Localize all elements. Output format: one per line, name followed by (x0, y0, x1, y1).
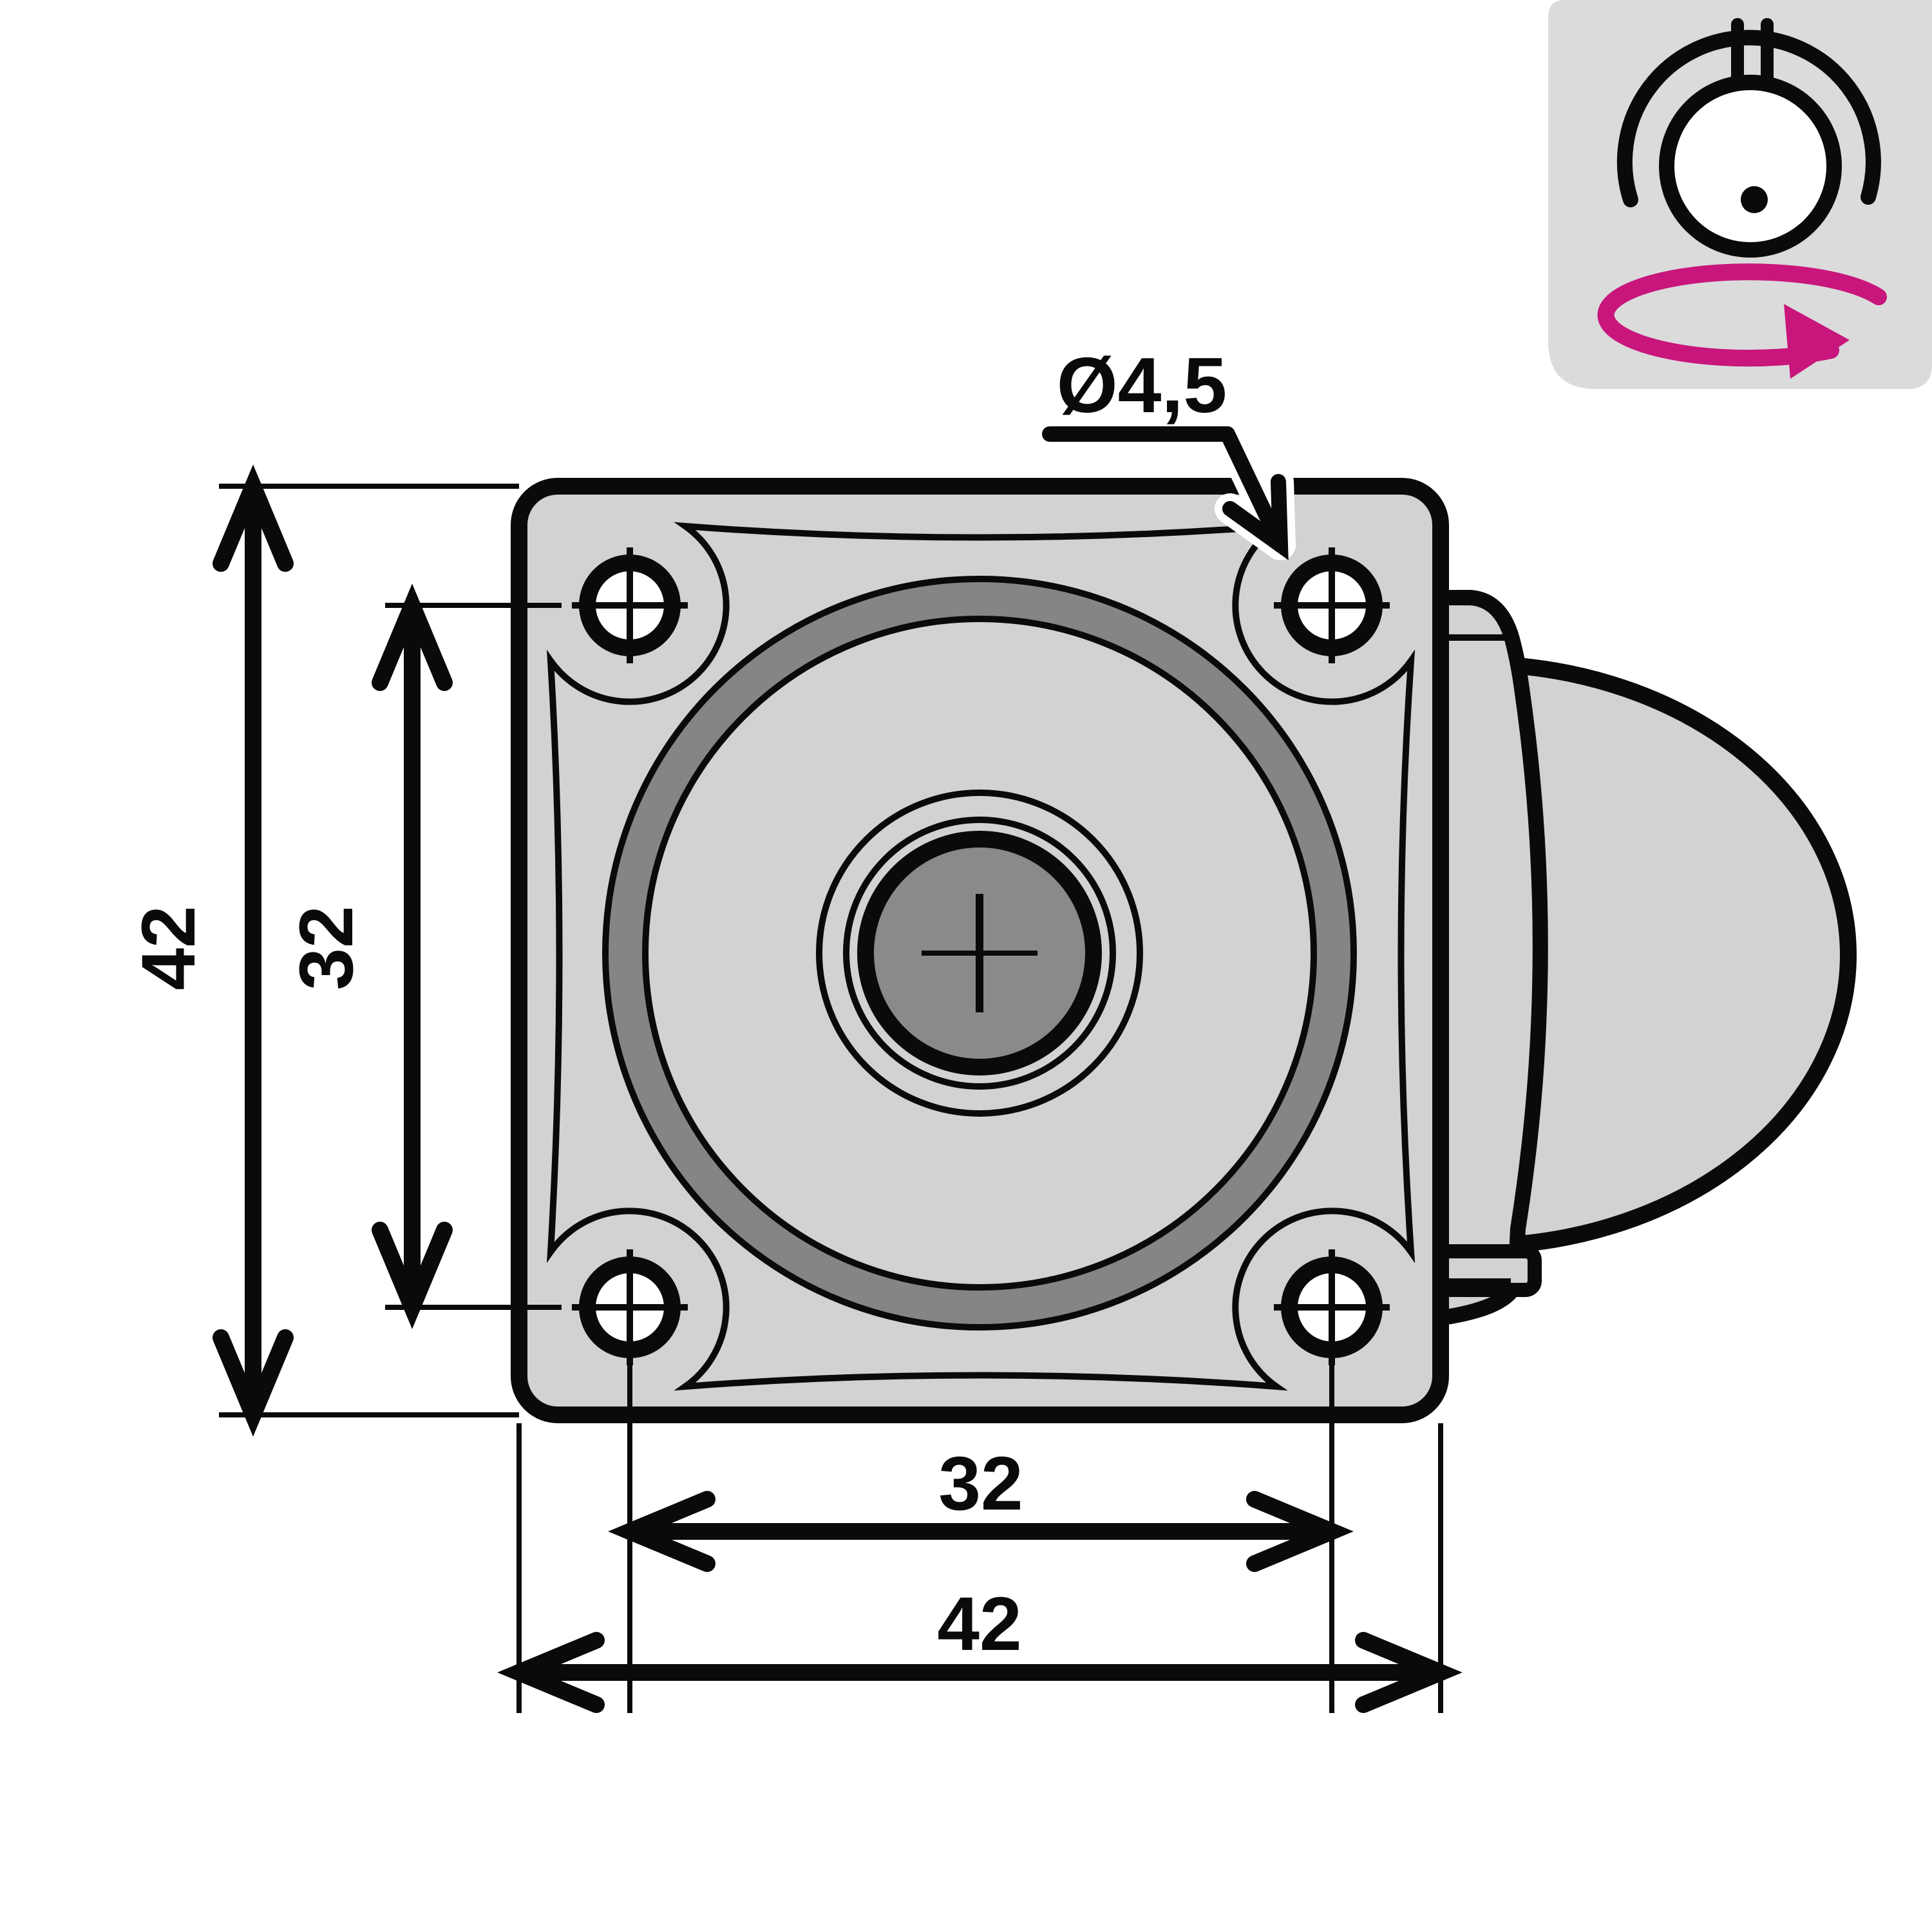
screw-hole-top-right (1274, 547, 1390, 663)
icon-fork-arc (1616, 30, 1881, 207)
mounting-plate (511, 478, 1449, 1423)
swivel-caster-icon (1597, 18, 1887, 379)
center-boss-outer-circle (816, 790, 1143, 1117)
dimension-line-hole-spacing-horizontal (608, 1491, 1354, 1572)
swivel-arrow-icon (1597, 263, 1887, 379)
icon-wheel-hub (1741, 186, 1768, 213)
plate-contour-line (546, 522, 1416, 1391)
dimension-label-plate-height: 42 (126, 905, 211, 990)
screw-hole-bottom-right (1274, 1249, 1390, 1365)
dimension-label-plate-width: 42 (937, 1582, 1021, 1667)
center-boss-inner-circle (843, 817, 1116, 1090)
dimension-line-plate-width (497, 1632, 1463, 1713)
corner-badge (1548, 0, 1932, 389)
screw-hole-bottom-left (572, 1249, 688, 1365)
hole-diameter-label: Ø4,5 (1057, 341, 1227, 429)
fork-side-view (1433, 590, 1548, 1325)
dimension-label-hole-spacing-vertical: 32 (284, 905, 369, 990)
swivel-ring (605, 579, 1354, 1327)
swivel-ring-inner-edge (642, 616, 1317, 1291)
swivel-ring-outer-edge (602, 576, 1357, 1331)
icon-wheel (1659, 75, 1842, 258)
leader-arrowhead (1222, 474, 1289, 560)
screw-hole-top-left (572, 547, 688, 663)
dimension-label-hole-spacing-horizontal: 32 (938, 1441, 1023, 1526)
dimension-line-plate-height (213, 464, 294, 1437)
dimension-line-hole-spacing-vertical (372, 583, 453, 1329)
dimension-lines (213, 464, 1463, 1713)
leader-diagonal-line (1220, 426, 1288, 553)
hole-diameter-callout: Ø4,5 (1042, 341, 1296, 560)
